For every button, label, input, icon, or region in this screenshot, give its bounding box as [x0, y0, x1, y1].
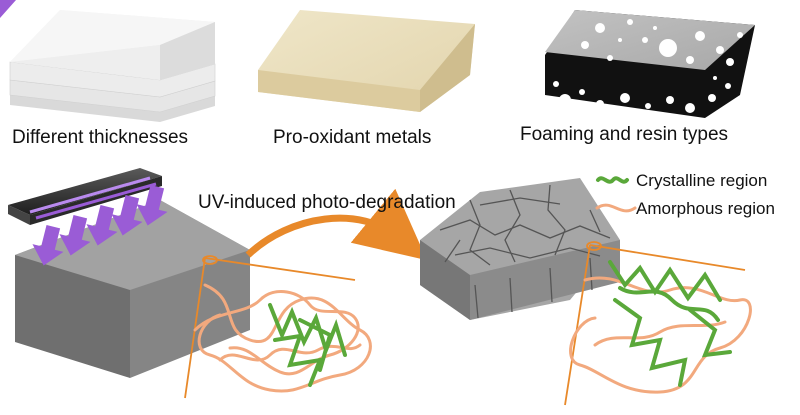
polymer-axes-right: [564, 241, 746, 406]
legend-crystalline: Crystalline region: [636, 171, 768, 190]
stacked-slabs: [9, 10, 216, 122]
legend-amorphous: Amorphous region: [636, 199, 775, 218]
label-foaming: Foaming and resin types: [520, 124, 729, 145]
foam-block: [545, 10, 755, 118]
cracked-slab: [420, 178, 620, 320]
polymer-chains-left: [193, 283, 372, 393]
uv-arrow-icon: [0, 0, 173, 270]
crystalline-legend-swatch: [596, 176, 629, 184]
amorphous-legend-swatch: [595, 203, 637, 213]
uv-lamp-icon: [8, 168, 162, 225]
process-arrow: [245, 188, 428, 261]
beige-block: [258, 10, 475, 112]
label-uv: UV-induced photo-degradation: [198, 192, 456, 213]
label-thickness: Different thicknesses: [12, 127, 189, 148]
label-prooxidant: Pro-oxidant metals: [273, 127, 432, 148]
polymer-chains-right: [569, 260, 752, 394]
